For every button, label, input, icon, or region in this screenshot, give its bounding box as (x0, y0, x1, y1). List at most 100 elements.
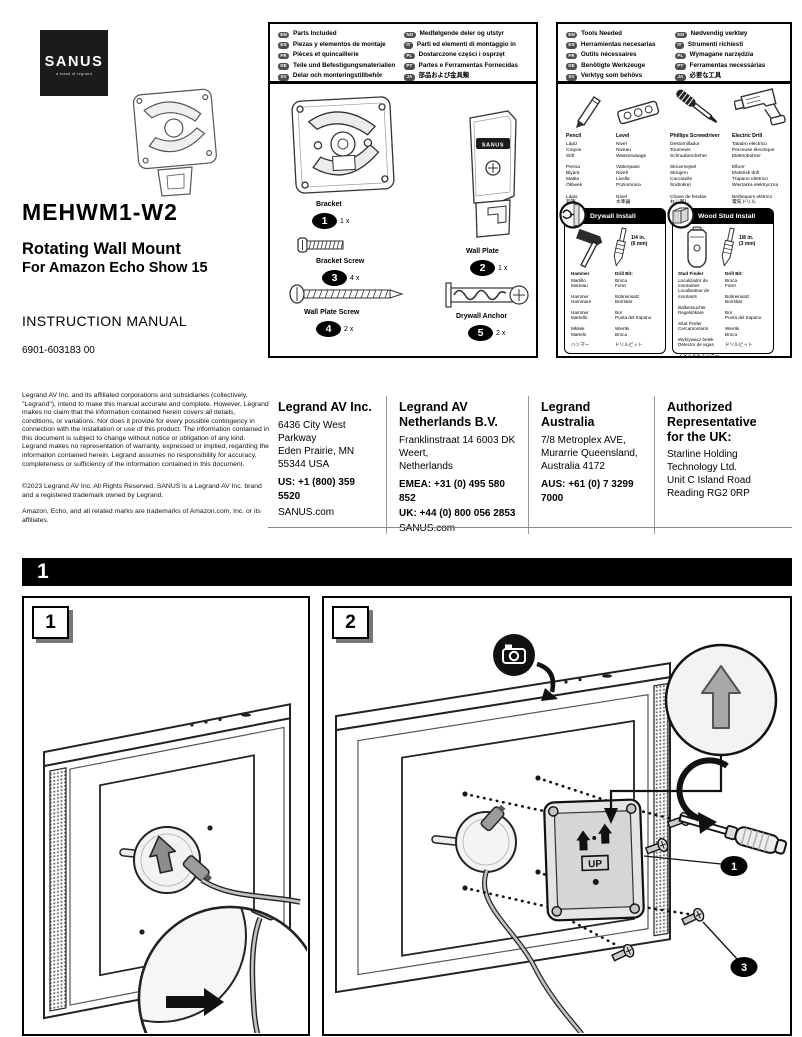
language-row: IT Strumenti richiesti (675, 41, 784, 49)
bracket-drawing (132, 88, 217, 170)
language-code-badge: IT (404, 42, 413, 49)
electric-drill-icon (734, 88, 786, 126)
orientation-inset (664, 643, 778, 757)
part-badge-wall-plate: 2 1 x (470, 260, 507, 276)
part-qty: 1 x (498, 264, 508, 272)
language-label: Nødvendig verktøy (690, 30, 748, 37)
contact-name: Authorized Representative for the UK: (667, 400, 757, 444)
language-label: Parti ed elementi di montaggio in (416, 40, 516, 48)
tool-name: Level (616, 133, 630, 139)
language-label: Pièces et quincaillerie (292, 51, 359, 59)
contact-website: SANUS.com (399, 523, 456, 534)
wall-plate-part-illustration: SANUS (469, 110, 517, 238)
callout-number: 1 (731, 861, 737, 873)
step-panel-1: 1 (22, 596, 310, 1036)
language-code-badge: EN (278, 31, 290, 39)
part-qty: 4 x (350, 274, 360, 282)
part-qty: 1 x (340, 217, 350, 225)
language-row: PL Wymagane narzędzia (675, 51, 784, 60)
tools-needed-box: EN Tools Needed ES Herramientas necesari… (556, 22, 792, 358)
product-title: Rotating Wall Mount (22, 240, 181, 258)
tool-translations: Destornillador Tournevis Schraubendreher… (670, 141, 708, 205)
parts-languages: EN Parts Included ES Piezas y elementos … (270, 24, 536, 81)
bracket-part: UP (543, 798, 645, 922)
product-model: MEHWM1-W2 (22, 199, 178, 225)
sanus-logo: SANUS a brand of Legrand (40, 30, 108, 96)
callout-bracket: 1 (643, 855, 748, 876)
part-name-wall-plate: Wall Plate (466, 248, 499, 255)
part-number-badge: 4 (316, 321, 341, 337)
language-label: Piezas y elementos de montaje (292, 40, 386, 48)
drill-bit-icon (721, 227, 735, 267)
up-arrows (576, 823, 613, 851)
language-label: Tools Needed (581, 30, 622, 37)
wall-plate-logo-text: SANUS (482, 143, 504, 149)
stud-finder-label: Stud Finder Localizador de montantes Loc… (678, 271, 721, 359)
part-name-bracket: Bracket (316, 201, 342, 208)
language-code-badge: PL (675, 52, 686, 60)
language-code-badge: SV (278, 73, 289, 81)
contact-legrand-australia: Legrand Australia 7/8 Metroplex AVE, Mur… (528, 396, 654, 534)
drywall-anchor-icon (559, 201, 587, 229)
language-code-badge: FR (566, 52, 577, 60)
language-row: IT Parti ed elementi di montaggio in (404, 40, 530, 49)
up-label: UP (588, 859, 603, 870)
language-row: JA 必要な工具 (675, 72, 784, 81)
document-number: 6901-603183 00 (22, 345, 95, 356)
legal-paragraph: Legrand AV Inc. and its affiliated corpo… (22, 392, 269, 468)
language-label: Benötigte Werkzeuge (581, 61, 646, 69)
language-label: Teile und Befestigungsmaterialien (293, 61, 396, 69)
tool-name: Drill Bit: (725, 271, 743, 276)
language-code-badge: FR (278, 52, 289, 60)
language-code-badge: ES (278, 42, 289, 49)
step-number: 1 (37, 560, 49, 583)
tool-translations: Localizador de montantes Localisateur de… (678, 277, 720, 359)
top-buttons (190, 713, 251, 727)
language-row: EN Parts Included (278, 30, 404, 39)
inset-connector (604, 756, 723, 824)
tool-electric-drill: Electric Drill Taladro eléctrico Perceus… (732, 133, 790, 206)
panel-number: 2 (345, 611, 356, 633)
language-label: Dostarczone części i osprzęt (418, 51, 505, 59)
drill-bit-icon (613, 227, 627, 267)
tool-name: Pencil (566, 133, 582, 139)
part-name-drywall-anchor: Drywall Anchor (456, 313, 508, 320)
tool-name: Hammer (571, 271, 590, 276)
language-row: FR Outils nécessaires (566, 51, 675, 60)
tool-name: Electric Drill (732, 133, 763, 139)
part-qty: 2 x (344, 325, 354, 333)
pencil-icon (576, 96, 601, 128)
contact-website: SANUS.com (278, 506, 335, 518)
language-code-badge: PT (404, 63, 415, 70)
contact-name: Legrand Australia (541, 400, 595, 429)
language-label: Outils nécessaires (580, 51, 637, 59)
language-label: 必要な工具 (689, 72, 722, 80)
language-code-badge: PL (404, 52, 415, 60)
contact-address: 7/8 Metroplex AVE, Murarrie Queensland, … (541, 434, 638, 472)
tool-level: Level Nivel Niveau Wasserwaage Vattenpas… (616, 133, 664, 206)
panel-number-label: 1 (32, 606, 69, 639)
drill-bit-label: Drill Bit: Broca Foret Bohreinsatz Borrs… (615, 271, 663, 348)
tool-name: Phillips Screwdriver (670, 133, 720, 139)
language-label: Parts Included (293, 30, 337, 37)
language-label: 部品および金具類 (418, 72, 470, 80)
wood-stud-install-title: Wood Stud Install (673, 209, 773, 224)
up-arrow-icon (701, 665, 741, 729)
part-name-wall-plate-screw: Wall Plate Screw (304, 309, 360, 316)
tool-name: Drill Bit: (615, 271, 633, 276)
contact-legrand-av-inc: Legrand AV Inc. 6436 City West Parkway E… (268, 396, 386, 534)
contact-name: Legrand AV Netherlands B.V. (399, 400, 498, 429)
direction-arrow-icon (166, 988, 224, 1016)
panel-number-label: 2 (332, 606, 369, 639)
panel1-illustration (43, 703, 307, 1033)
part-badge-bracket: 1 1 x (312, 213, 349, 229)
drill-bit-label: Drill Bit: Broca Foret Bohreinsatz Borrs… (725, 271, 771, 348)
language-label: Herramientas necesarias (580, 40, 656, 48)
camera-pointer-arrow (536, 661, 558, 701)
bracket-part-illustration (291, 96, 395, 194)
wall-plate-screw-illustration (289, 284, 404, 304)
language-row: JA 部品および金具類 (404, 72, 530, 81)
language-row: FR Pièces et quincaillerie (278, 51, 404, 60)
sanus-logo-word: SANUS (44, 54, 104, 70)
contacts-divider (268, 527, 792, 528)
